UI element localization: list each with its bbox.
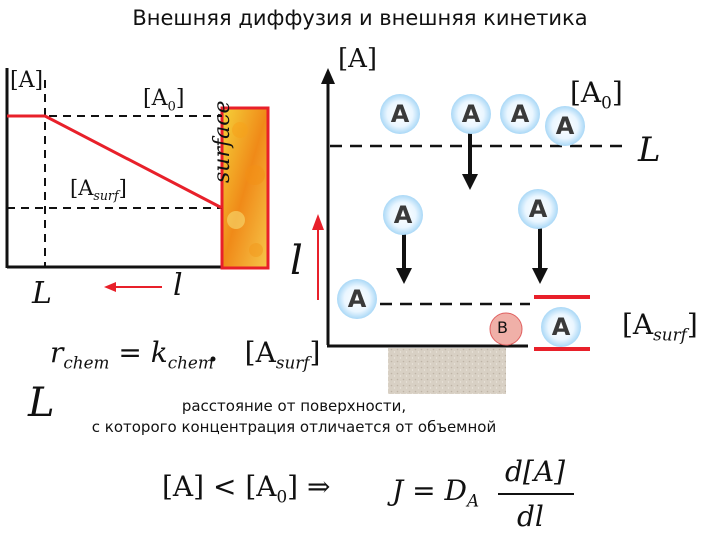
caption-line-1: расстояние от поверхности, [0,397,588,415]
flux-numerator: d[A] [505,455,565,488]
molecule-a-1: A [380,94,420,134]
molecule-a-7: A [337,279,377,319]
product-b-label: B [497,318,508,337]
right-l-label: l [290,238,303,284]
surface-sand [388,348,506,394]
left-L-label: L [32,276,52,311]
molecule-a-surface: A [541,307,581,347]
molecule-a-2: A [451,94,491,134]
caption-line-2: с которого концентрация отличается от об… [0,418,588,436]
molecule-a-4: A [545,106,585,146]
surface-label: surface [210,100,235,183]
molecule-a-3: A [500,94,540,134]
right-L-label: L [638,130,661,170]
left-asurf-label: [Asurf] [70,176,127,203]
flux-denominator: dl [517,500,544,533]
left-l-label: l [173,268,183,303]
molecule-a-6: A [518,189,558,229]
right-asurf-label: [Asurf] [622,308,698,345]
inequality-equation: [A] < [A0] ⇒ [162,470,330,507]
left-graph-axes [7,68,222,268]
left-a0-label: [A0] [143,86,184,114]
molecule-a-5: A [383,195,423,235]
right-y-label: [A] [338,44,377,74]
flux-equation: J = DA [392,474,479,511]
right-a0-label: [A0] [570,76,623,113]
left-y-label: [A] [10,68,43,93]
rate-equation: rchem = kchem [Asurf] [50,336,320,373]
